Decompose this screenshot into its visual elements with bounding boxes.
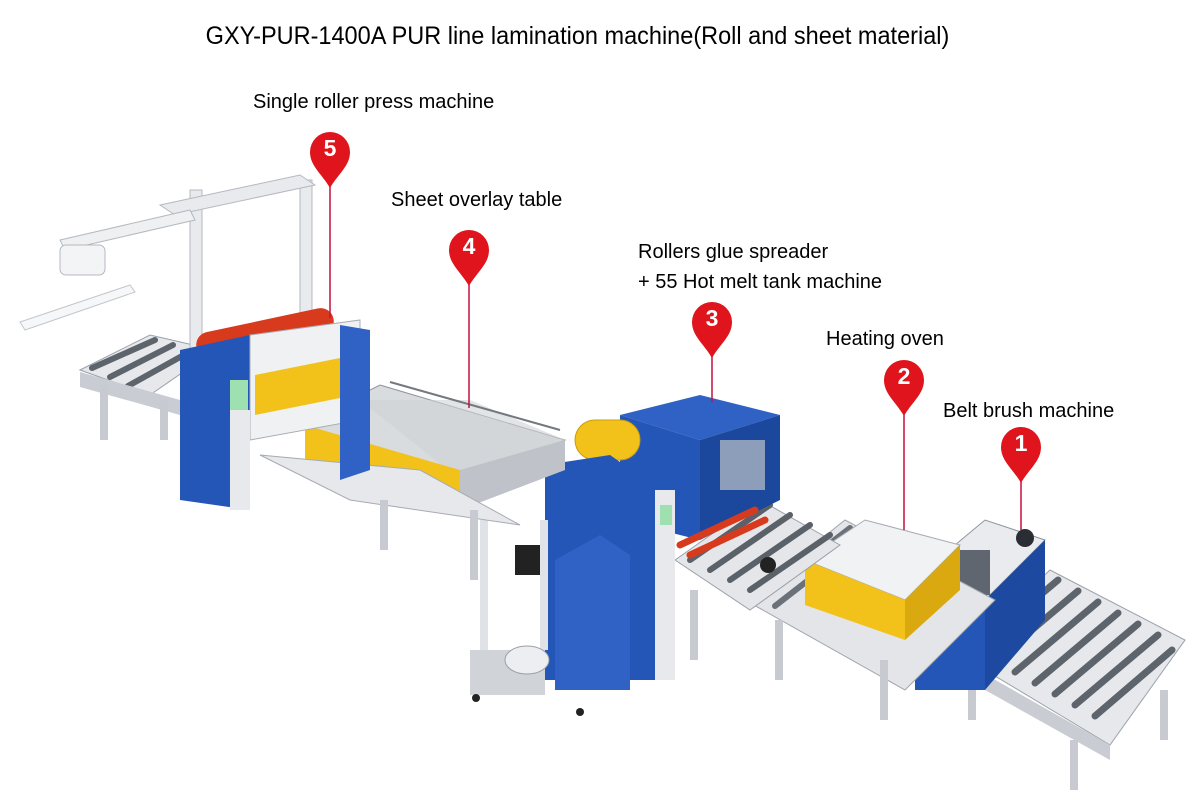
map-pin-icon [449, 230, 489, 286]
callout-4-pin: 4 [447, 228, 491, 288]
callout-1-pin: 1 [999, 425, 1043, 485]
callout-4-number: 4 [462, 233, 476, 259]
diagram-title: GXY-PUR-1400A PUR line lamination machin… [205, 22, 950, 50]
callout-3-label-line1: Rollers glue spreader [638, 241, 829, 263]
outfeed-conveyor [959, 569, 1186, 790]
callout-2-number: 2 [897, 363, 911, 389]
map-pin-icon [310, 132, 350, 188]
callout-1-number: 1 [1014, 430, 1028, 456]
hot-melt-tank [470, 520, 584, 716]
callout-3-label-line2: + 55 Hot melt tank machine [638, 271, 883, 293]
callout-2-label: Heating oven [826, 328, 944, 350]
map-pin-icon [884, 360, 924, 416]
map-pin-icon [1001, 427, 1041, 483]
callout-4-label: Sheet overlay table [391, 189, 563, 211]
callout-5-pin: 5 [308, 130, 352, 190]
leader-lines [329, 180, 1022, 530]
callout-5-number: 5 [323, 135, 337, 161]
callout-3-number: 3 [705, 305, 719, 331]
callout-5-label: Single roller press machine [253, 91, 495, 113]
single-roller-press-machine [19, 174, 370, 510]
rollers-glue-spreader [545, 395, 780, 690]
callout-3-pin: 3 [690, 300, 734, 360]
callout-1-label: Belt brush machine [943, 400, 1115, 422]
callout-2-pin: 2 [882, 358, 926, 418]
map-pin-icon [692, 302, 732, 358]
